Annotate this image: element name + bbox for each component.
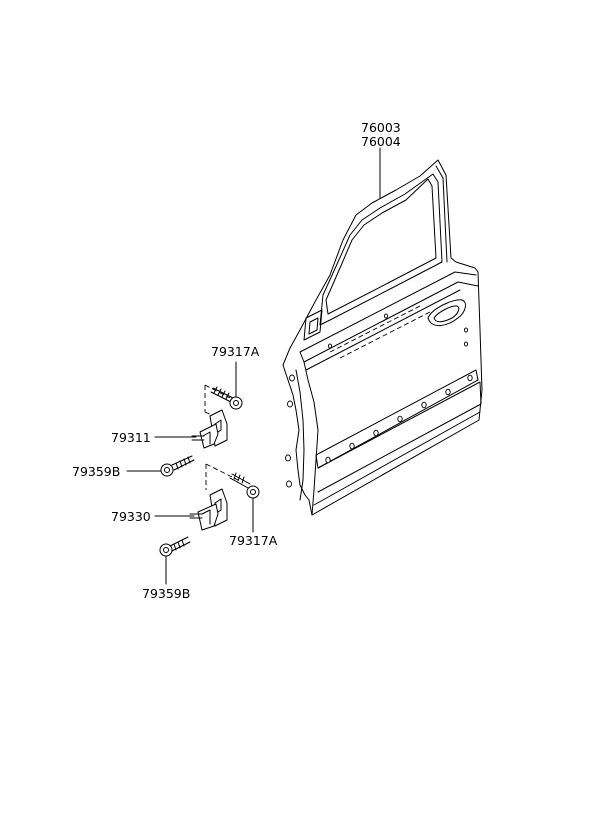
- upper-hinge-assembly: [160, 384, 243, 477]
- label-79311: 79311: [111, 430, 151, 445]
- label-79359b-upper: 79359B: [72, 464, 120, 479]
- label-76003: 76003: [361, 120, 401, 135]
- lower-hinge-assembly: [159, 463, 260, 557]
- label-79359b-lower: 79359B: [142, 586, 190, 601]
- front-door-panel: [282, 159, 483, 516]
- upper-bolt-part: [210, 386, 243, 410]
- label-79317a-upper: 79317A: [211, 344, 260, 359]
- lower-hinge-part: [189, 488, 228, 531]
- upper-screw-part: [160, 455, 195, 477]
- lower-screw-part: [159, 536, 191, 557]
- label-79330: 79330: [111, 509, 151, 524]
- label-76004: 76004: [361, 134, 401, 149]
- lower-bolt-part: [229, 472, 260, 499]
- label-79317a-lower: 79317A: [229, 533, 278, 548]
- upper-hinge-part: [191, 409, 228, 449]
